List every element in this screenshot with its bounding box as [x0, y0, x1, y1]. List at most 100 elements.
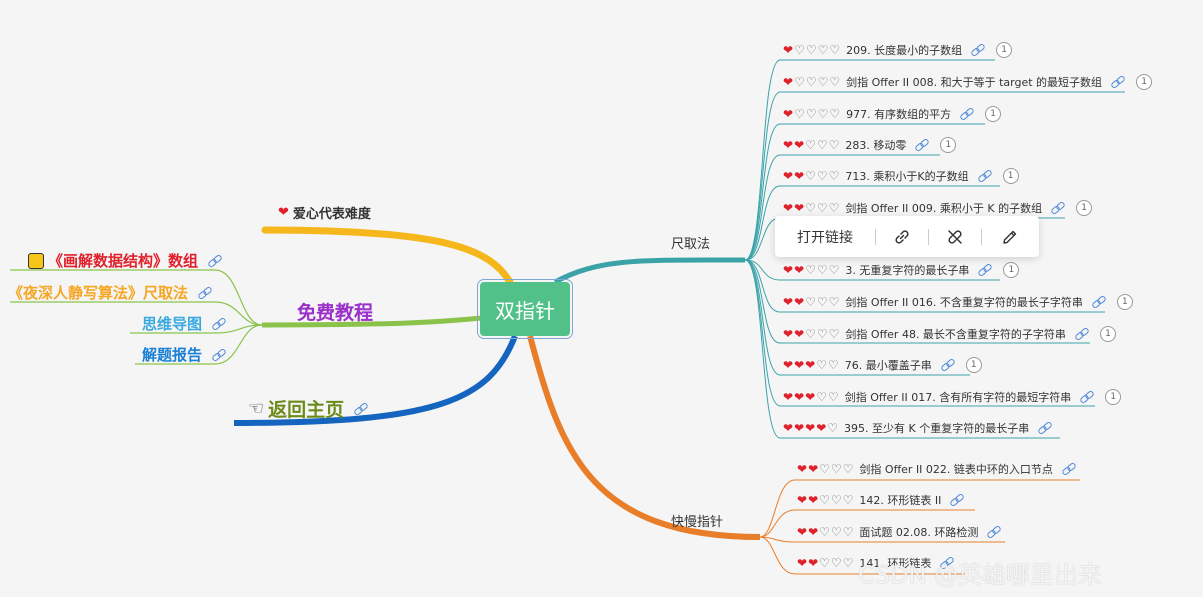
- tutorial-item-label: 思维导图: [142, 315, 203, 333]
- leaf-title: 209. 长度最小的子数组: [846, 44, 963, 57]
- heart-outline-icon: ♡: [830, 493, 842, 507]
- difficulty-hearts: ❤❤♡♡♡: [797, 525, 853, 539]
- back-home-link[interactable]: ☜ 返回主页: [248, 395, 366, 422]
- heart-filled-icon: ❤: [808, 556, 819, 570]
- link-icon[interactable]: [987, 527, 999, 537]
- count-badge[interactable]: 1: [1003, 262, 1020, 278]
- edit-icon[interactable]: [982, 216, 1038, 257]
- tutorial-item-report[interactable]: 解题报告: [142, 344, 224, 365]
- heart-outline-icon: ♡: [805, 295, 816, 309]
- leaf-problem[interactable]: ❤❤♡♡♡142. 环形链表 II: [797, 492, 962, 508]
- difficulty-hearts: ❤❤♡♡♡: [783, 327, 839, 341]
- link-icon[interactable]: [915, 140, 927, 150]
- heart-filled-icon: ❤: [794, 138, 805, 152]
- leaf-title: 76. 最小覆盖子串: [844, 359, 932, 372]
- link-icon[interactable]: [212, 319, 224, 329]
- heart-outline-icon: ♡: [827, 358, 839, 372]
- legend-text: 爱心代表难度: [292, 207, 371, 222]
- link-icon[interactable]: [1111, 77, 1123, 87]
- link-icon[interactable]: [978, 265, 990, 275]
- leaf-title: 剑指 Offer 48. 最长不含重复字符的子字符串: [845, 328, 1066, 341]
- link-icon[interactable]: [971, 45, 983, 55]
- link-icon[interactable]: [198, 288, 210, 298]
- heart-outline-icon: ♡: [828, 295, 840, 309]
- leaf-problem[interactable]: ❤❤❤❤♡395. 至少有 K 个重复字符的最长子串: [783, 420, 1050, 436]
- count-badge[interactable]: 1: [1076, 200, 1093, 216]
- count-badge[interactable]: 1: [965, 357, 982, 373]
- fastslow-subconnectors: [759, 479, 1080, 575]
- tutorial-item-mindmap[interactable]: 思维导图: [142, 313, 224, 334]
- free-tutorial-title[interactable]: 免费教程: [297, 302, 374, 324]
- leaf-problem[interactable]: ❤❤♡♡♡面试题 02.08. 环路检测: [797, 524, 999, 540]
- leaf-title: 977. 有序数组的平方: [846, 108, 952, 121]
- difficulty-hearts: ❤❤❤♡♡: [783, 390, 839, 404]
- heart-outline-icon: ♡: [805, 169, 816, 183]
- branch-legend-connector: [261, 226, 514, 286]
- link-icon[interactable]: [212, 350, 224, 360]
- heart-filled-icon: ❤: [783, 169, 794, 183]
- heart-filled-icon: ❤: [783, 107, 794, 121]
- link-icon[interactable]: [876, 216, 928, 257]
- link-icon[interactable]: [941, 360, 953, 370]
- link-icon[interactable]: [1051, 203, 1063, 213]
- difficulty-hearts: ❤❤♡♡♡: [783, 263, 839, 277]
- heart-filled-icon: ❤: [794, 327, 805, 341]
- difficulty-hearts: ❤❤♡♡♡: [797, 462, 853, 476]
- heart-outline-icon: ♡: [842, 525, 854, 539]
- heart-filled-icon: ❤: [794, 390, 805, 404]
- count-badge[interactable]: 1: [1105, 389, 1122, 405]
- link-icon[interactable]: [960, 109, 972, 119]
- link-icon[interactable]: [1092, 297, 1104, 307]
- heart-filled-icon: ❤: [783, 358, 794, 372]
- tutorial-item-label: 《夜深人静写算法》尺取法: [8, 284, 189, 302]
- link-icon[interactable]: [1038, 423, 1050, 433]
- count-badge[interactable]: 1: [1099, 326, 1116, 342]
- count-badge[interactable]: 1: [940, 137, 957, 153]
- branch-tutorial-connector: [261, 315, 483, 328]
- branch-fastslow-connector: [527, 335, 761, 540]
- heart-filled-icon: ❤: [794, 421, 805, 435]
- link-icon[interactable]: [208, 256, 220, 266]
- leaf-problem[interactable]: ❤❤♡♡♡141. 环形链表: [797, 555, 952, 571]
- central-topic[interactable]: 双指针: [477, 279, 573, 339]
- heart-filled-icon: ❤: [783, 390, 794, 404]
- count-badge[interactable]: 1: [985, 106, 1002, 122]
- link-icon[interactable]: [1062, 464, 1074, 474]
- link-icon[interactable]: [1080, 392, 1092, 402]
- count-badge[interactable]: 1: [1116, 294, 1133, 310]
- heart-outline-icon: ♡: [805, 75, 817, 89]
- tutorial-item-label: 《画解数据结构》数组: [48, 252, 199, 270]
- difficulty-hearts: ❤❤♡♡♡: [797, 493, 853, 507]
- tutorial-item-array[interactable]: 《画解数据结构》数组: [28, 250, 220, 271]
- heart-outline-icon: ♡: [805, 263, 816, 277]
- unlink-icon[interactable]: [929, 216, 981, 257]
- heart-outline-icon: ♡: [819, 493, 830, 507]
- heart-outline-icon: ♡: [842, 493, 854, 507]
- leaf-problem[interactable]: ❤♡♡♡♡剑指 Offer II 008. 和大于等于 target 的最短子数…: [783, 74, 1153, 90]
- legend-label[interactable]: ❤ 爱心代表难度: [278, 203, 371, 222]
- count-badge[interactable]: 1: [1136, 74, 1153, 90]
- heart-outline-icon: ♡: [816, 169, 828, 183]
- open-link-button[interactable]: 打开链接: [797, 229, 853, 246]
- branch-fastslow-label[interactable]: 快慢指针: [671, 515, 724, 530]
- link-icon[interactable]: [978, 171, 990, 181]
- link-icon[interactable]: [950, 495, 962, 505]
- branch-window-label[interactable]: 尺取法: [671, 237, 711, 252]
- tutorial-item-window[interactable]: 《夜深人静写算法》尺取法: [8, 282, 210, 303]
- link-icon[interactable]: [354, 404, 366, 414]
- count-badge[interactable]: 1: [996, 42, 1013, 58]
- count-badge[interactable]: 1: [1002, 168, 1019, 184]
- heart-outline-icon: ♡: [816, 327, 828, 341]
- leaf-problem[interactable]: ❤❤♡♡♡剑指 Offer II 022. 链表中环的入口节点: [797, 461, 1074, 477]
- link-icon[interactable]: [1075, 329, 1087, 339]
